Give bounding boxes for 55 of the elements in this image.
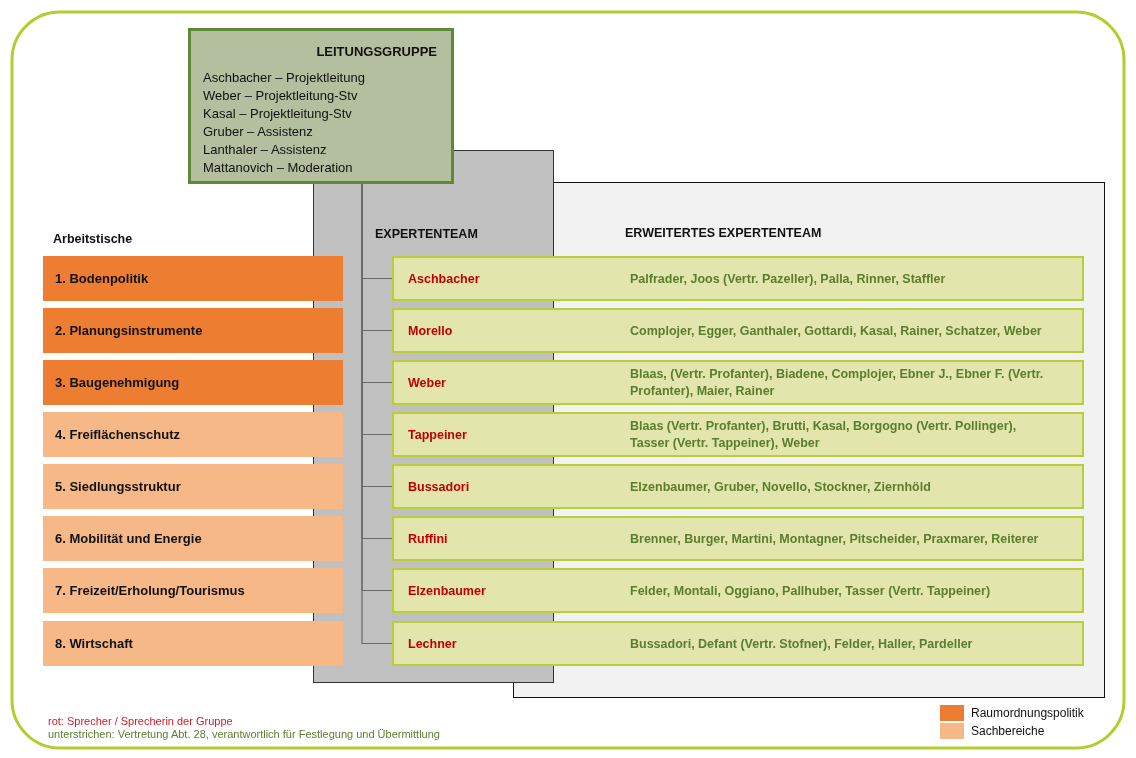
member-role: Mattanovich – Moderation bbox=[203, 159, 353, 177]
work-table-label: 1. Bodenpolitik bbox=[55, 271, 149, 286]
member-role: Aschbacher – Projektleitung bbox=[203, 69, 365, 87]
note-text: rot: Sprecher / Sprecherin der Gruppe bbox=[48, 715, 233, 727]
member-list: Bussadori, Defant (Vertr. Stofner), Felder, Haller, Pardeller bbox=[630, 635, 1058, 652]
speaker-name: Bussadori bbox=[408, 478, 471, 495]
work-table-label: 5. Siedlungsstruktur bbox=[55, 479, 181, 494]
member-list: Blaas, (Vertr. Profanter), Biadene, Complojer, Ebner J., Ebner F. (Vertr. Profanter), Maier, Rainer bbox=[630, 365, 1058, 400]
note-text: unterstrichen: Vertretung Abt. 28, verantwortlich für Festlegung und Übermittlung bbox=[48, 728, 440, 740]
speaker-name: Tappeiner bbox=[408, 426, 468, 443]
team-row bbox=[392, 621, 1084, 666]
work-table-bar bbox=[43, 308, 343, 353]
member-list: Palfrader, Joos (Vertr. Pazeller), Palla, Rinner, Staffler bbox=[630, 270, 1058, 287]
work-table-label: 6. Mobilität und Energie bbox=[55, 531, 202, 546]
group-box bbox=[188, 28, 454, 184]
speaker-name: Lechner bbox=[408, 635, 458, 652]
team-row bbox=[392, 360, 1084, 405]
column-heading: Arbeitstische bbox=[53, 232, 133, 246]
speaker-name: Ruffini bbox=[408, 530, 449, 547]
legend-label: Raumordnungspolitik bbox=[971, 706, 1084, 720]
member-role: Gruber – Assistenz bbox=[203, 123, 313, 141]
work-table-label: 8. Wirtschaft bbox=[55, 636, 133, 651]
work-table-bar bbox=[43, 568, 343, 613]
work-table-bar bbox=[43, 621, 343, 666]
speaker-name: Morello bbox=[408, 322, 454, 339]
work-table-label: 3. Baugenehmigung bbox=[55, 375, 180, 390]
column-heading: ERWEITERTES EXPERTENTEAM bbox=[625, 226, 822, 240]
member-role: Lanthaler – Assistenz bbox=[203, 141, 327, 159]
member-role: Weber – Projektleitung-Stv bbox=[203, 87, 358, 105]
work-table-bar bbox=[43, 256, 343, 301]
work-table-bar bbox=[43, 412, 343, 457]
speaker-name: Elzenbaumer bbox=[408, 582, 487, 599]
work-table-label: 7. Freizeit/Erholung/Tourismus bbox=[55, 583, 245, 598]
work-table-label: 2. Planungsinstrumente bbox=[55, 323, 203, 338]
team-row bbox=[392, 464, 1084, 509]
team-row bbox=[392, 568, 1084, 613]
member-list: Felder, Montali, Oggiano, Pallhuber, Tasser (Vertr. Tappeiner) bbox=[630, 582, 1058, 599]
work-table-bar bbox=[43, 516, 343, 561]
work-table-bar bbox=[43, 360, 343, 405]
team-row bbox=[392, 308, 1084, 353]
column-heading: EXPERTENTEAM bbox=[375, 227, 478, 241]
member-list: Blaas (Vertr. Profanter), Brutti, Kasal, Borgogno (Vertr. Pollinger), Tasser (Vertr. Tappeiner), Weber bbox=[630, 417, 1058, 452]
team-row bbox=[392, 516, 1084, 561]
member-role: Kasal – Projektleitung-Stv bbox=[203, 105, 352, 123]
member-list: Complojer, Egger, Ganthaler, Gottardi, Kasal, Rainer, Schatzer, Weber bbox=[630, 322, 1058, 339]
member-list: Elzenbaumer, Gruber, Novello, Stockner, Ziernhöld bbox=[630, 478, 1058, 495]
team-row bbox=[392, 256, 1084, 301]
group-heading: LEITUNGSGRUPPE bbox=[316, 43, 438, 61]
legend-label: Sachbereiche bbox=[971, 724, 1045, 738]
team-row bbox=[392, 412, 1084, 457]
work-table-label: 4. Freiflächenschutz bbox=[55, 427, 180, 442]
speaker-name: Aschbacher bbox=[408, 270, 481, 287]
work-table-bar bbox=[43, 464, 343, 509]
speaker-name: Weber bbox=[408, 374, 447, 391]
member-list: Brenner, Burger, Martini, Montagner, Pitscheider, Praxmarer, Reiterer bbox=[630, 530, 1058, 547]
